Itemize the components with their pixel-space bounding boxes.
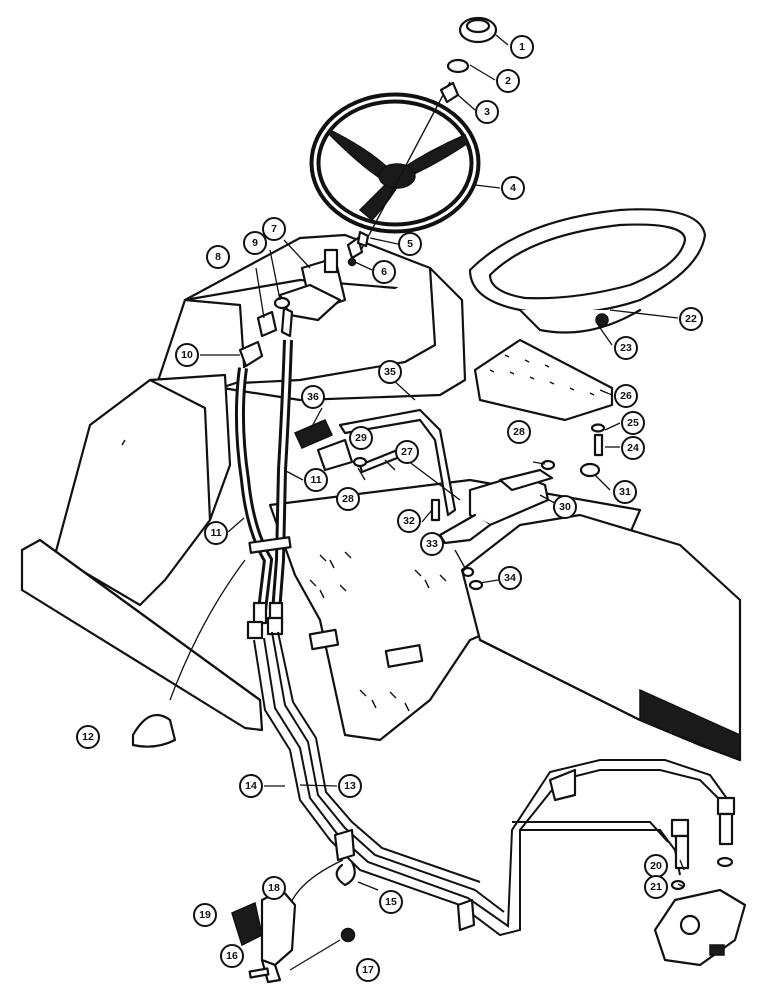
callout-4: 4: [501, 176, 525, 200]
callout-8: 8: [206, 245, 230, 269]
pump-valve-assembly: [653, 796, 747, 967]
callout-17: 17: [356, 958, 380, 982]
svg-text:36: 36: [307, 391, 319, 403]
hose-clamp: [131, 559, 246, 748]
callout-33: 33: [420, 532, 444, 556]
svg-text:33: 33: [426, 538, 438, 550]
svg-text:11: 11: [210, 527, 221, 539]
callout-18: 18: [262, 876, 286, 900]
svg-text:4: 4: [510, 182, 516, 194]
svg-text:5: 5: [407, 238, 413, 250]
svg-text:9: 9: [252, 237, 258, 249]
steering-wheel: [309, 81, 481, 253]
callout-32: 32: [397, 509, 421, 533]
svg-text:19: 19: [199, 909, 211, 921]
callout-23: 23: [614, 336, 638, 360]
svg-text:29: 29: [355, 432, 367, 444]
callout-11-lower: 11: [204, 521, 228, 545]
svg-text:30: 30: [559, 501, 571, 513]
callout-bubbles: 1 2 3 4 5 6 7 8 9 10 11 11 12 13 14 15 1…: [76, 35, 703, 982]
callout-36: 36: [301, 385, 325, 409]
svg-text:11: 11: [310, 474, 321, 486]
callout-16: 16: [220, 944, 244, 968]
callout-12: 12: [76, 725, 100, 749]
right-fender: [460, 513, 742, 762]
svg-text:23: 23: [620, 342, 632, 354]
svg-text:34: 34: [504, 572, 516, 584]
svg-text:15: 15: [385, 896, 397, 908]
steering-nut-seal: [439, 16, 498, 104]
callout-22: 22: [679, 307, 703, 331]
callout-5: 5: [398, 232, 422, 256]
left-side-panel: [53, 373, 232, 607]
callout-15: 15: [379, 890, 403, 914]
svg-text:32: 32: [403, 515, 415, 527]
callout-3: 3: [475, 100, 499, 124]
svg-text:12: 12: [82, 731, 94, 743]
callout-1: 1: [510, 35, 534, 59]
svg-text:21: 21: [650, 881, 662, 893]
svg-text:31: 31: [619, 486, 631, 498]
callout-34: 34: [498, 566, 522, 590]
callout-26: 26: [614, 384, 638, 408]
callout-29: 29: [349, 426, 373, 450]
svg-text:17: 17: [362, 964, 374, 976]
callout-20: 20: [644, 854, 668, 878]
svg-text:8: 8: [215, 251, 221, 263]
hose-fittings: [238, 296, 294, 368]
left-footboard: [20, 538, 264, 732]
callout-7: 7: [262, 217, 286, 241]
svg-text:13: 13: [344, 780, 356, 792]
svg-text:20: 20: [650, 860, 662, 872]
svg-text:2: 2: [505, 75, 511, 87]
callout-19: 19: [193, 903, 217, 927]
svg-text:7: 7: [271, 223, 277, 235]
callout-30: 30: [553, 495, 577, 519]
svg-text:26: 26: [620, 390, 632, 402]
steering-valve: [278, 230, 370, 322]
svg-text:35: 35: [384, 366, 396, 378]
control-lever: [293, 408, 556, 517]
linkage-bracket: [399, 454, 601, 591]
callout-28-left: 28: [336, 487, 360, 511]
callout-9: 9: [243, 231, 267, 255]
callout-21: 21: [644, 875, 668, 899]
svg-text:27: 27: [401, 446, 413, 458]
svg-text:28: 28: [513, 426, 525, 438]
bottom-left-parts: [231, 888, 356, 984]
callout-24: 24: [621, 436, 645, 460]
callout-35: 35: [378, 360, 402, 384]
callout-2: 2: [496, 69, 520, 93]
callout-14: 14: [239, 774, 263, 798]
seat-support: [473, 338, 614, 457]
svg-text:24: 24: [627, 442, 639, 454]
svg-text:3: 3: [484, 106, 490, 118]
svg-text:1: 1: [519, 41, 525, 53]
seat: [468, 208, 707, 334]
svg-text:18: 18: [268, 882, 280, 894]
svg-text:6: 6: [381, 266, 387, 278]
callout-28-right: 28: [507, 420, 531, 444]
hydraulic-hoses: [234, 339, 293, 640]
callout-13: 13: [338, 774, 362, 798]
callout-6: 6: [372, 260, 396, 284]
callout-31: 31: [613, 480, 637, 504]
svg-text:25: 25: [627, 417, 639, 429]
svg-text:14: 14: [245, 780, 257, 792]
svg-text:10: 10: [181, 349, 193, 361]
callout-25: 25: [621, 411, 645, 435]
callout-27: 27: [395, 440, 419, 464]
svg-text:28: 28: [342, 493, 354, 505]
svg-text:22: 22: [685, 313, 697, 325]
svg-text:16: 16: [226, 950, 238, 962]
callout-11-upper: 11: [304, 468, 328, 492]
callout-10: 10: [175, 343, 199, 367]
steering-tubes: [253, 631, 729, 937]
